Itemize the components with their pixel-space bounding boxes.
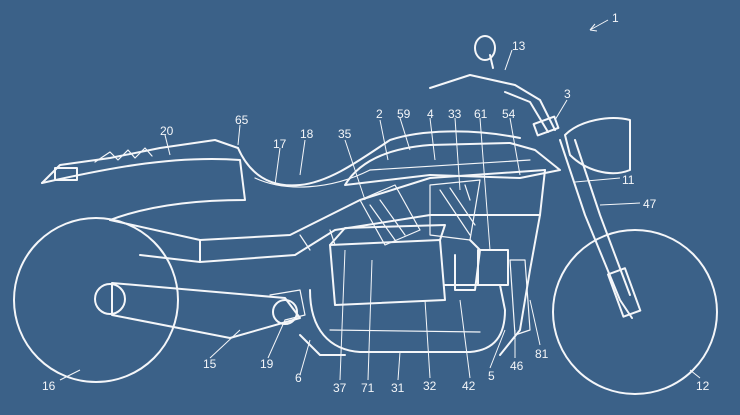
leader-13 bbox=[504, 49, 513, 71]
leader-4 bbox=[429, 117, 436, 161]
label-31: 31 bbox=[391, 381, 405, 395]
fork-lower bbox=[607, 267, 642, 318]
oil-pan bbox=[329, 329, 481, 333]
leader-19 bbox=[267, 319, 286, 359]
leader-54 bbox=[509, 117, 521, 176]
leader-12 bbox=[689, 369, 701, 379]
leader-42 bbox=[459, 299, 471, 379]
cylinder-rear bbox=[359, 184, 421, 246]
leader-33 bbox=[454, 117, 461, 191]
label-15: 15 bbox=[203, 357, 217, 371]
label-20: 20 bbox=[160, 124, 174, 138]
leader-3 bbox=[554, 99, 568, 121]
label-71: 71 bbox=[361, 381, 375, 395]
leader-61 bbox=[479, 117, 491, 251]
component-81 bbox=[509, 259, 531, 336]
label-81: 81 bbox=[535, 347, 549, 361]
label-42: 42 bbox=[462, 379, 476, 393]
pivot bbox=[272, 299, 298, 325]
leader-16 bbox=[59, 369, 81, 381]
leader-59 bbox=[399, 117, 411, 151]
rear-wheel bbox=[13, 217, 179, 383]
frame-rear-sub bbox=[109, 219, 201, 263]
headlight bbox=[564, 117, 631, 175]
front-fork-2 bbox=[574, 139, 631, 296]
cylinder-fins bbox=[369, 184, 476, 241]
tail-stripes bbox=[94, 147, 153, 163]
label-61: 61 bbox=[474, 107, 488, 121]
leader-11 bbox=[574, 177, 621, 183]
label-65: 65 bbox=[235, 113, 249, 127]
leader-2 bbox=[379, 119, 389, 161]
leader-17 bbox=[274, 147, 281, 186]
leader-37 bbox=[339, 249, 346, 381]
label-32: 32 bbox=[423, 379, 437, 393]
leader-32 bbox=[424, 299, 431, 379]
handlebar bbox=[429, 74, 556, 131]
frame-main bbox=[199, 169, 546, 241]
rear-fender bbox=[41, 158, 246, 221]
label-5: 5 bbox=[488, 369, 495, 383]
front-wheel bbox=[552, 229, 718, 395]
component-61 bbox=[477, 249, 509, 286]
air-cleaner-top bbox=[329, 224, 446, 246]
leader-47 bbox=[599, 202, 641, 206]
cylinder-front bbox=[429, 179, 481, 241]
leader-31 bbox=[397, 351, 401, 381]
arrow-1-head bbox=[589, 23, 598, 32]
label-59: 59 bbox=[397, 107, 411, 121]
swing-arm bbox=[111, 282, 301, 339]
label-37: 37 bbox=[333, 381, 347, 395]
label-17: 17 bbox=[273, 137, 287, 151]
label-33: 33 bbox=[448, 107, 462, 121]
leader-65 bbox=[237, 124, 241, 146]
label-12: 12 bbox=[696, 379, 710, 393]
tail-light bbox=[54, 167, 78, 181]
rear-axle bbox=[94, 283, 126, 315]
label-19: 19 bbox=[260, 357, 274, 371]
label-6: 6 bbox=[295, 371, 302, 385]
air-cleaner-box bbox=[329, 239, 446, 306]
leader-81 bbox=[529, 299, 541, 346]
rear-brake-bracket bbox=[269, 289, 306, 321]
frame-downtube bbox=[499, 169, 546, 356]
tank-line bbox=[369, 159, 531, 171]
arrow-1 bbox=[589, 19, 609, 31]
leader-20 bbox=[164, 134, 171, 156]
frame-lower bbox=[199, 214, 541, 263]
exhaust-pipe bbox=[454, 239, 481, 291]
label-47: 47 bbox=[643, 197, 657, 211]
leader-6 bbox=[299, 339, 311, 376]
label-11: 11 bbox=[622, 173, 635, 187]
leader-15 bbox=[209, 329, 241, 359]
label-46: 46 bbox=[510, 359, 524, 373]
label-1: 1 bbox=[612, 11, 619, 25]
label-4: 4 bbox=[427, 107, 434, 121]
label-13: 13 bbox=[512, 39, 526, 53]
leader-5 bbox=[489, 329, 506, 369]
label-3: 3 bbox=[564, 87, 571, 101]
front-fork bbox=[559, 139, 633, 319]
label-18: 18 bbox=[300, 127, 314, 141]
crankcase bbox=[309, 284, 506, 353]
mirror bbox=[474, 35, 496, 61]
label-35: 35 bbox=[338, 127, 352, 141]
footrest-bracket bbox=[299, 334, 346, 356]
leader-35 bbox=[344, 139, 366, 201]
leader-71 bbox=[367, 259, 373, 381]
label-16: 16 bbox=[42, 379, 56, 393]
top-clamp bbox=[532, 115, 560, 137]
label-2: 2 bbox=[376, 107, 383, 121]
label-54: 54 bbox=[502, 107, 516, 121]
leader-18 bbox=[299, 139, 306, 176]
frame-cross bbox=[299, 229, 336, 251]
